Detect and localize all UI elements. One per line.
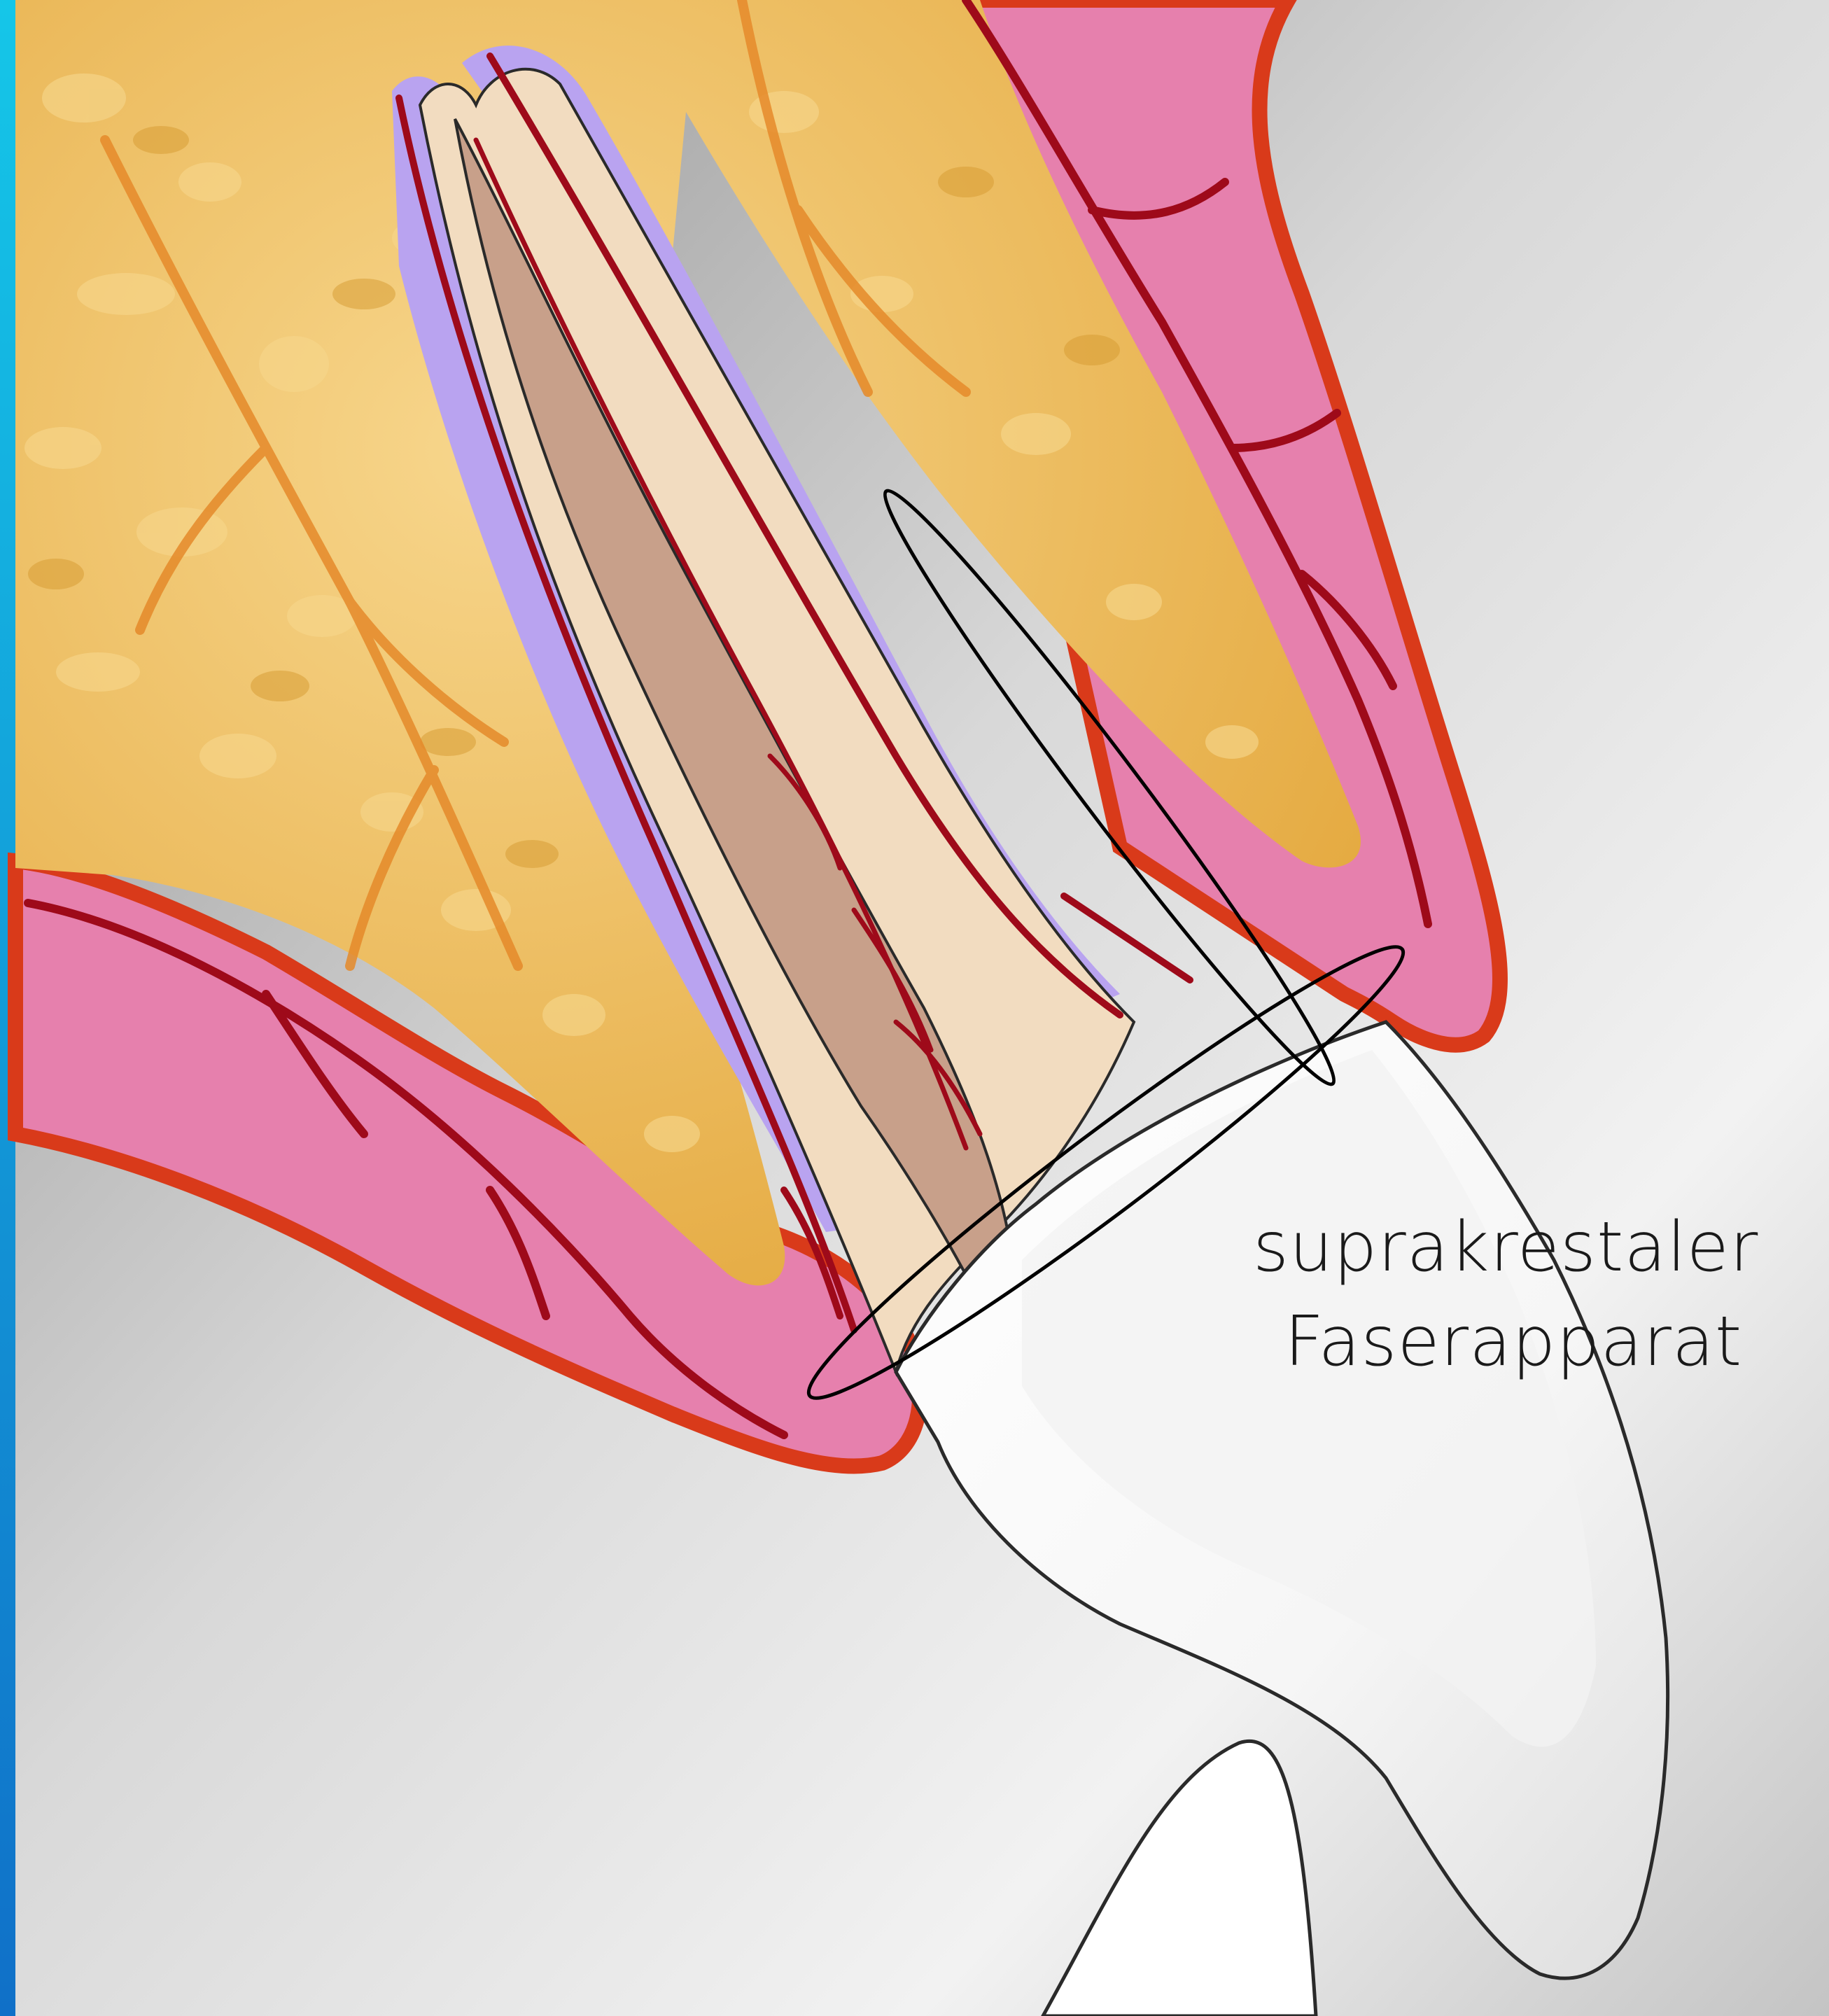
annotation-label-line-1: suprakrestaler <box>1253 1208 1758 1287</box>
annotation-label-line-2: Faserapparat <box>1284 1302 1742 1382</box>
